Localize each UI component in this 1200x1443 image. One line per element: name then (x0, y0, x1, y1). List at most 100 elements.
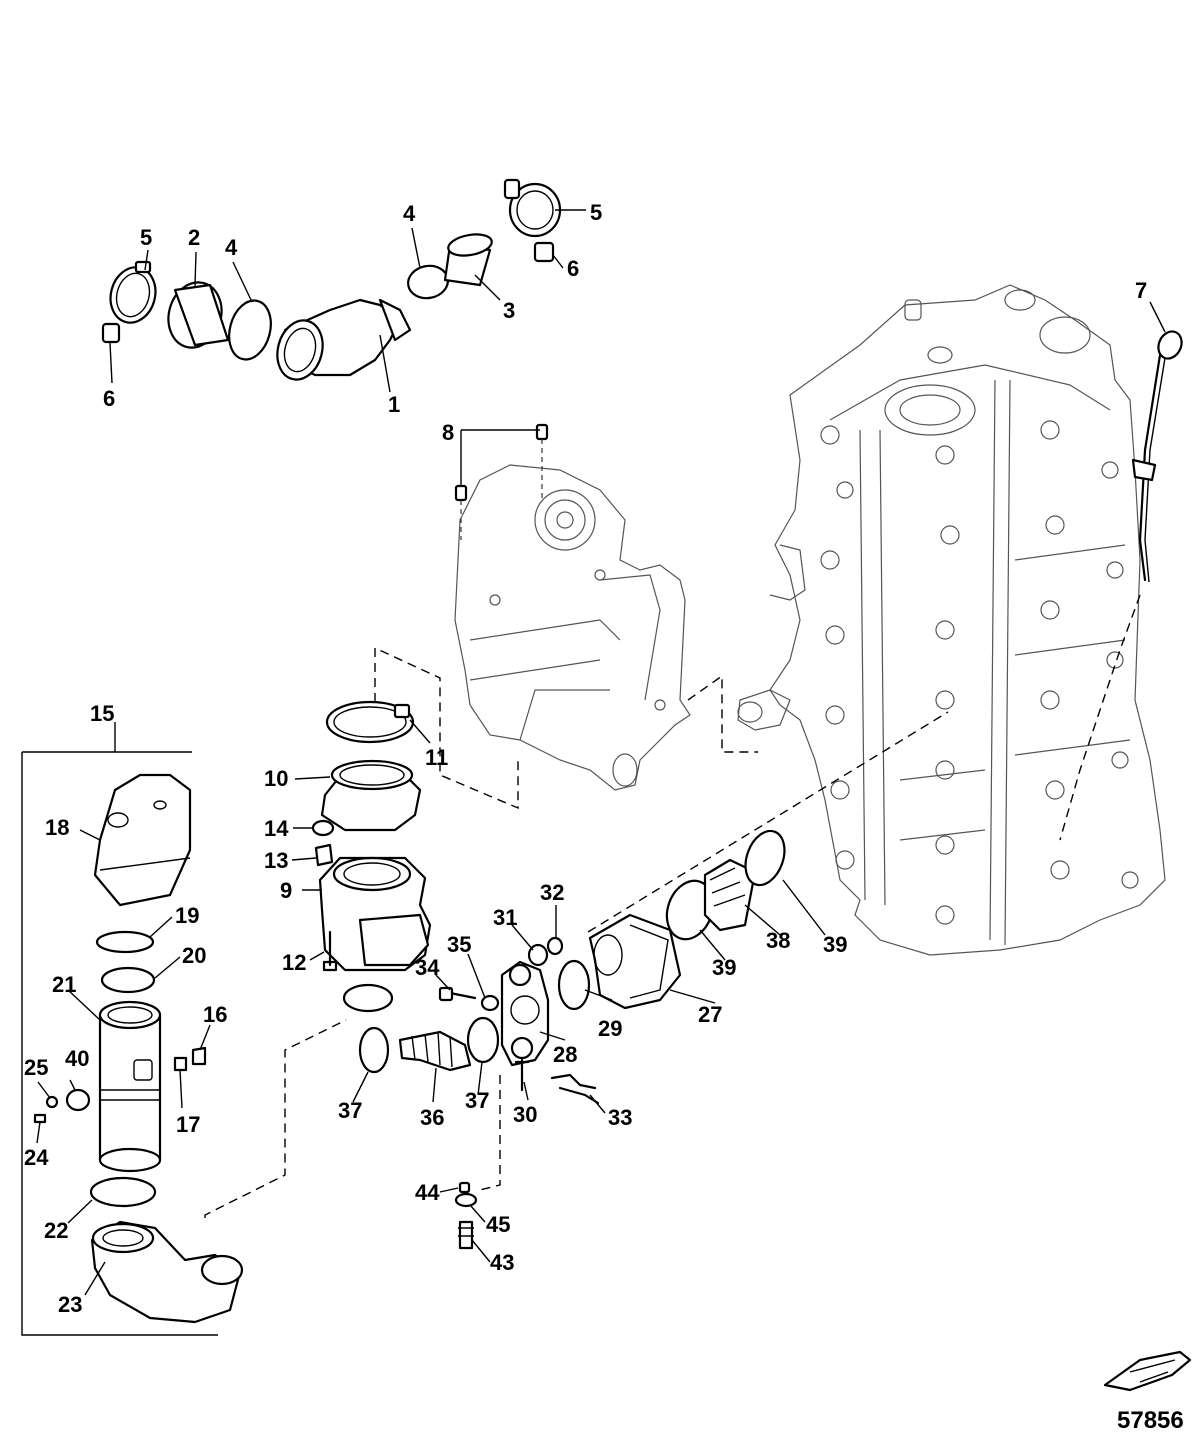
adapter-10 (320, 759, 422, 832)
assembly-lines (204, 594, 1141, 1218)
callout-22: 22 (44, 1218, 68, 1243)
reference-number: 57856 (1117, 1407, 1184, 1434)
sleeve-3 (443, 233, 493, 287)
callout-27: 27 (698, 1002, 722, 1027)
callout-34: 34 (415, 955, 440, 980)
cap-6-right (533, 241, 555, 263)
hose-38 (703, 858, 757, 932)
clip-14 (311, 819, 335, 837)
clamp-5-right (503, 178, 562, 238)
callout-18: 18 (45, 815, 69, 840)
callout-14: 14 (264, 816, 289, 841)
housing-28 (500, 960, 550, 1067)
cylinder-bosses (820, 420, 1139, 925)
elbow-hose-1 (276, 298, 412, 381)
engine-block (737, 284, 1166, 956)
callout-labels: 1 2 3 4 4 5 5 6 6 7 8 9 10 11 12 13 14 1… (24, 200, 1147, 1317)
sleeve-2 (167, 281, 230, 349)
grommet-17 (173, 1056, 188, 1072)
callout-5-left: 5 (140, 225, 152, 250)
callout-29: 29 (598, 1016, 622, 1041)
bolt-12 (322, 930, 338, 972)
clamp-5-left (109, 260, 157, 324)
bracket-13 (314, 843, 334, 867)
callout-4-left: 4 (225, 235, 238, 260)
leader-lines (36, 209, 1166, 1296)
ring-19 (95, 930, 155, 954)
callout-6-right: 6 (567, 256, 579, 281)
throttle-body-9 (318, 856, 432, 972)
callout-13: 13 (264, 848, 288, 873)
silencer-18 (93, 773, 192, 907)
callout-45: 45 (486, 1212, 510, 1237)
clamp-11 (325, 700, 415, 744)
callout-28: 28 (553, 1042, 577, 1067)
boat-icon (1103, 1350, 1192, 1392)
callout-1: 1 (388, 392, 400, 417)
callout-25: 25 (24, 1055, 48, 1080)
throttle-27 (588, 913, 682, 1010)
washer-35 (480, 994, 500, 1012)
seal-32 (546, 936, 564, 956)
callout-3: 3 (503, 298, 515, 323)
callout-39-left: 39 (712, 955, 736, 980)
callout-37-left: 37 (338, 1098, 362, 1123)
callout-24: 24 (24, 1145, 49, 1170)
callout-7: 7 (1135, 278, 1147, 303)
callout-33: 33 (608, 1105, 632, 1130)
callout-39-right: 39 (823, 932, 847, 957)
callout-44: 44 (415, 1180, 440, 1205)
callout-2: 2 (188, 225, 200, 250)
clamp-37-left (358, 1026, 390, 1074)
bracket-33 (550, 1073, 600, 1105)
callout-35: 35 (447, 932, 471, 957)
tube-21 (98, 1000, 162, 1173)
dipstick (1131, 330, 1183, 583)
clip-40 (65, 1088, 91, 1112)
screw-24 (33, 1113, 47, 1124)
callout-43: 43 (490, 1250, 514, 1275)
ring-22 (89, 1176, 157, 1208)
screw-30 (514, 1058, 530, 1092)
callout-21: 21 (52, 972, 76, 997)
callout-4-right: 4 (403, 201, 416, 226)
callout-36: 36 (420, 1105, 444, 1130)
oring-29 (557, 959, 591, 1011)
clamp-4-left (228, 299, 272, 361)
clamp-37-right (466, 1016, 500, 1064)
callout-32: 32 (540, 880, 564, 905)
callout-5-right: 5 (590, 200, 602, 225)
callout-12: 12 (282, 950, 306, 975)
cap-6-left (101, 322, 121, 344)
clamp-39-right (744, 829, 786, 887)
callout-23: 23 (58, 1292, 82, 1317)
sensor-16 (191, 1046, 207, 1066)
fittings-43-45 (454, 1181, 478, 1250)
clamp-4-right (407, 264, 449, 300)
washer-25 (45, 1095, 59, 1109)
callout-6-left: 6 (103, 386, 115, 411)
elbow-23 (90, 1220, 244, 1324)
supercharger-assembly (454, 464, 691, 791)
callout-15: 15 (90, 701, 114, 726)
callout-10: 10 (264, 766, 288, 791)
screw-34 (438, 986, 477, 1002)
callout-17: 17 (176, 1112, 200, 1137)
callout-9: 9 (280, 878, 292, 903)
callout-38: 38 (766, 928, 790, 953)
callout-8: 8 (442, 420, 454, 445)
coupler-upper (342, 983, 394, 1013)
callout-37-right: 37 (465, 1088, 489, 1113)
callout-19: 19 (175, 903, 199, 928)
callout-30: 30 (513, 1102, 537, 1127)
callout-20: 20 (182, 943, 206, 968)
kit-15-box (21, 751, 218, 1336)
callout-40: 40 (65, 1046, 89, 1071)
hose-36 (398, 1030, 472, 1072)
callout-16: 16 (203, 1002, 227, 1027)
callout-31: 31 (493, 905, 517, 930)
callout-11: 11 (425, 745, 448, 770)
bearing-31 (527, 943, 549, 967)
ring-20 (100, 966, 156, 994)
